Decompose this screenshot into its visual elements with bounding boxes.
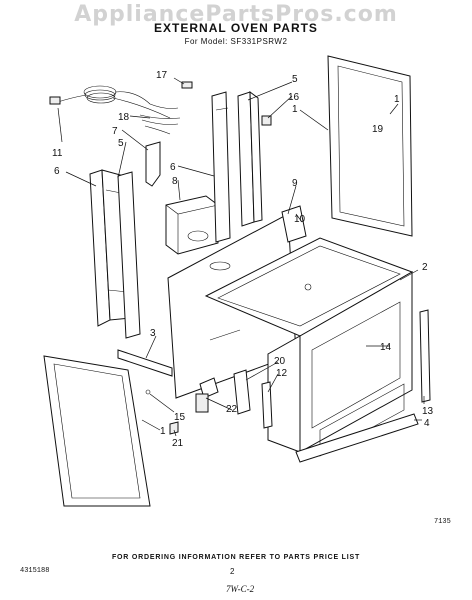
terminal-block-part[interactable] bbox=[181, 81, 193, 89]
kickplate-part[interactable] bbox=[295, 413, 419, 463]
callout-4: 4 bbox=[424, 418, 430, 429]
bracket-part-20[interactable] bbox=[233, 369, 251, 415]
site-watermark: AppliancePartsPros.com bbox=[74, 2, 398, 27]
clip-part-16[interactable] bbox=[261, 115, 272, 126]
model-subtitle: For Model: SF331PSRW2 bbox=[184, 37, 288, 46]
callout-12: 12 bbox=[276, 368, 288, 379]
document-number: 4315188 bbox=[20, 567, 50, 575]
callout-9: 9 bbox=[292, 178, 298, 189]
callout-1c: 1 bbox=[160, 426, 166, 437]
mounting-strip-part[interactable] bbox=[281, 205, 307, 243]
leader-lines bbox=[57, 77, 425, 437]
page-number: 2 bbox=[230, 567, 235, 576]
callout-1b: 1 bbox=[394, 94, 400, 105]
callout-19: 19 bbox=[372, 124, 384, 135]
callout-15: 15 bbox=[174, 412, 186, 423]
wiring-bundle-part[interactable] bbox=[139, 114, 181, 135]
side-trim-part[interactable] bbox=[419, 309, 431, 403]
callout-3: 3 bbox=[150, 328, 156, 339]
callout-2: 2 bbox=[422, 262, 428, 273]
bracket-part-22[interactable] bbox=[195, 377, 219, 413]
callout-5b: 5 bbox=[118, 138, 124, 149]
callout-7: 7 bbox=[112, 126, 118, 137]
callout-8: 8 bbox=[172, 176, 178, 187]
callout-6b: 6 bbox=[170, 162, 176, 173]
diagram-title: EXTERNAL OVEN PARTS bbox=[154, 21, 318, 35]
bottom-rail-part[interactable] bbox=[117, 349, 173, 377]
callout-10: 10 bbox=[294, 214, 306, 225]
callout-16: 16 bbox=[288, 92, 300, 103]
center-rail-part[interactable] bbox=[211, 91, 231, 243]
callout-21: 21 bbox=[172, 438, 184, 449]
left-rail-part[interactable] bbox=[117, 171, 141, 339]
bracket-part-7[interactable] bbox=[145, 141, 161, 187]
ordering-note: FOR ORDERING INFORMATION REFER TO PARTS … bbox=[111, 554, 361, 561]
screw-part-21[interactable] bbox=[169, 421, 179, 435]
callout-20: 20 bbox=[274, 356, 286, 367]
screw-part-15[interactable] bbox=[145, 389, 151, 395]
callout-22: 22 bbox=[226, 404, 238, 415]
figure-code: 7135 bbox=[434, 518, 451, 526]
callout-14: 14 bbox=[380, 342, 392, 353]
control-box-part[interactable] bbox=[165, 195, 219, 255]
right-rail-part[interactable] bbox=[237, 90, 263, 227]
callout-18: 18 bbox=[118, 112, 130, 123]
oven-body-part[interactable] bbox=[267, 271, 413, 457]
callout-17: 17 bbox=[156, 70, 168, 81]
callout-5: 5 bbox=[292, 74, 298, 85]
callout-13: 13 bbox=[422, 406, 434, 417]
callout-11: 11 bbox=[52, 148, 63, 159]
callout-1: 1 bbox=[292, 104, 298, 115]
handwritten-code: 7W-C-2 bbox=[226, 584, 255, 594]
door-frame-lower-part[interactable] bbox=[43, 355, 151, 507]
door-frame-upper-part[interactable] bbox=[327, 55, 413, 237]
wire-harness-part[interactable] bbox=[49, 85, 179, 119]
callout-6: 6 bbox=[54, 166, 60, 177]
bracket-part-12[interactable] bbox=[261, 381, 273, 429]
